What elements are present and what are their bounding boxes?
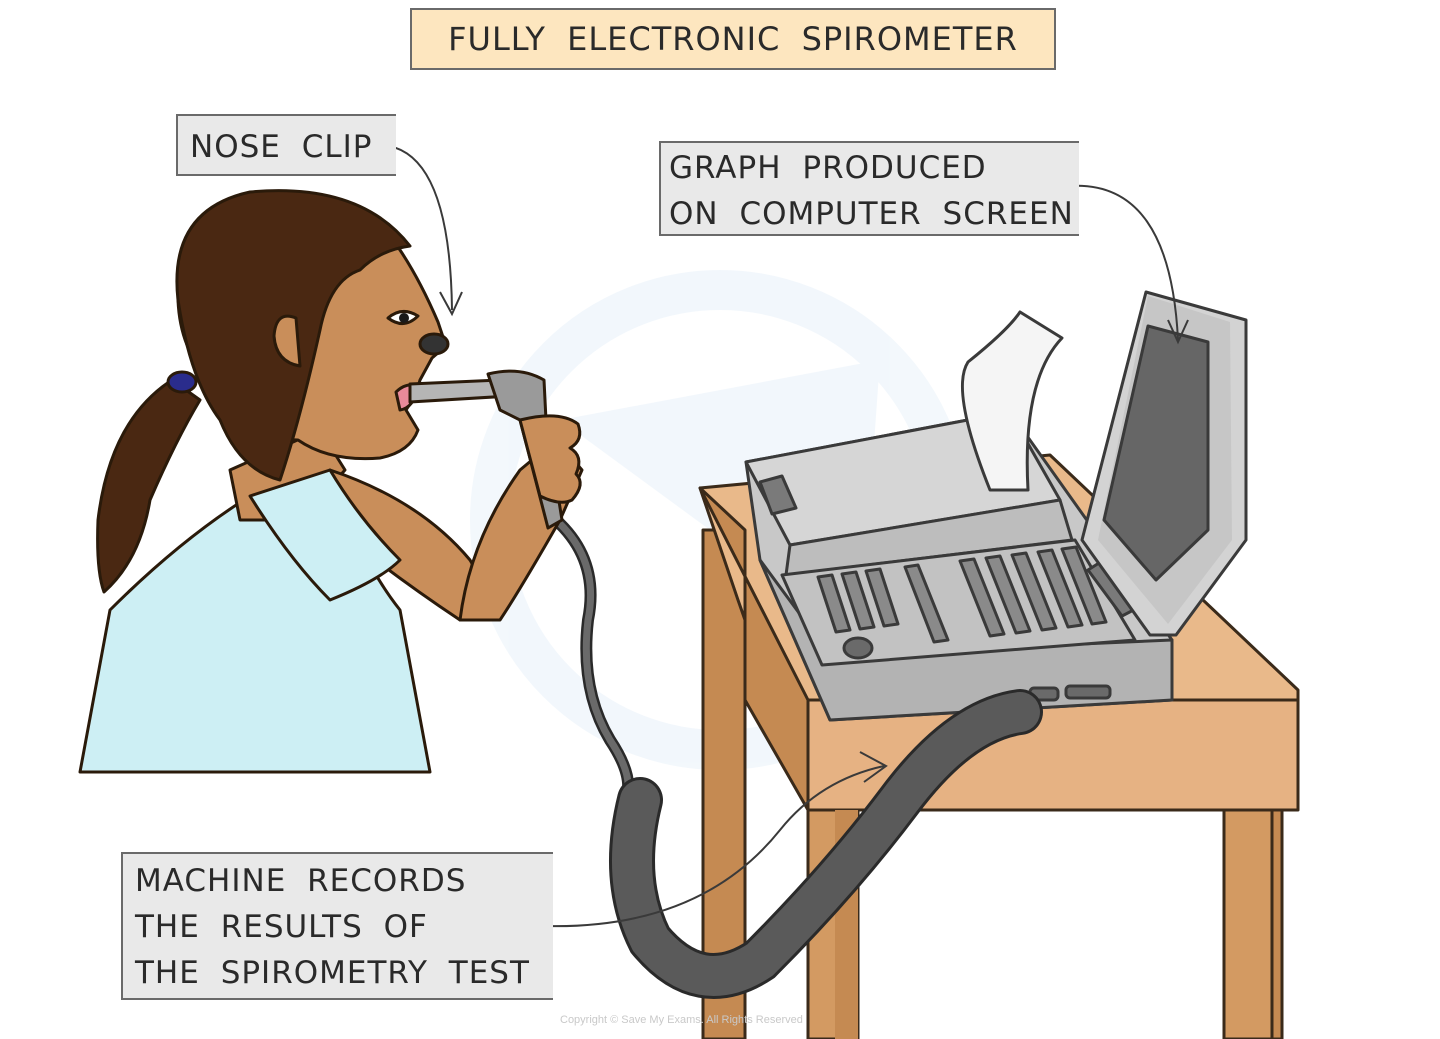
- nose-clip-arrowhead: [439, 291, 463, 317]
- diagram-title: FULLY ELECTRONIC SPIROMETER: [410, 8, 1056, 70]
- machine-label-line-1: MACHINE RECORDS: [135, 863, 467, 899]
- graph-label-line-1: GRAPH PRODUCED: [669, 150, 987, 186]
- girl-using-spirometer-icon: [78, 189, 584, 774]
- graph-arrowhead: [1167, 319, 1189, 345]
- machine-label: MACHINE RECORDS THE RESULTS OF THE SPIRO…: [121, 852, 553, 1000]
- nose-clip-label: NOSE CLIP: [176, 114, 396, 176]
- graph-label-line-2: ON COMPUTER SCREEN: [669, 196, 1074, 232]
- spirometer-machine-icon: [744, 290, 1248, 722]
- graph-pointer: [1069, 184, 1179, 341]
- hose-icon: [550, 514, 1043, 999]
- machine-arrowhead: [859, 751, 888, 783]
- copyright-notice: Copyright © Save My Exams. All Rights Re…: [560, 1014, 803, 1026]
- machine-pointer: [543, 765, 885, 928]
- machine-label-line-3: THE SPIROMETRY TEST: [135, 955, 530, 991]
- nose-clip-pointer: [381, 144, 453, 311]
- machine-label-line-2: THE RESULTS OF: [135, 909, 428, 945]
- graph-label: GRAPH PRODUCED ON COMPUTER SCREEN: [659, 141, 1079, 236]
